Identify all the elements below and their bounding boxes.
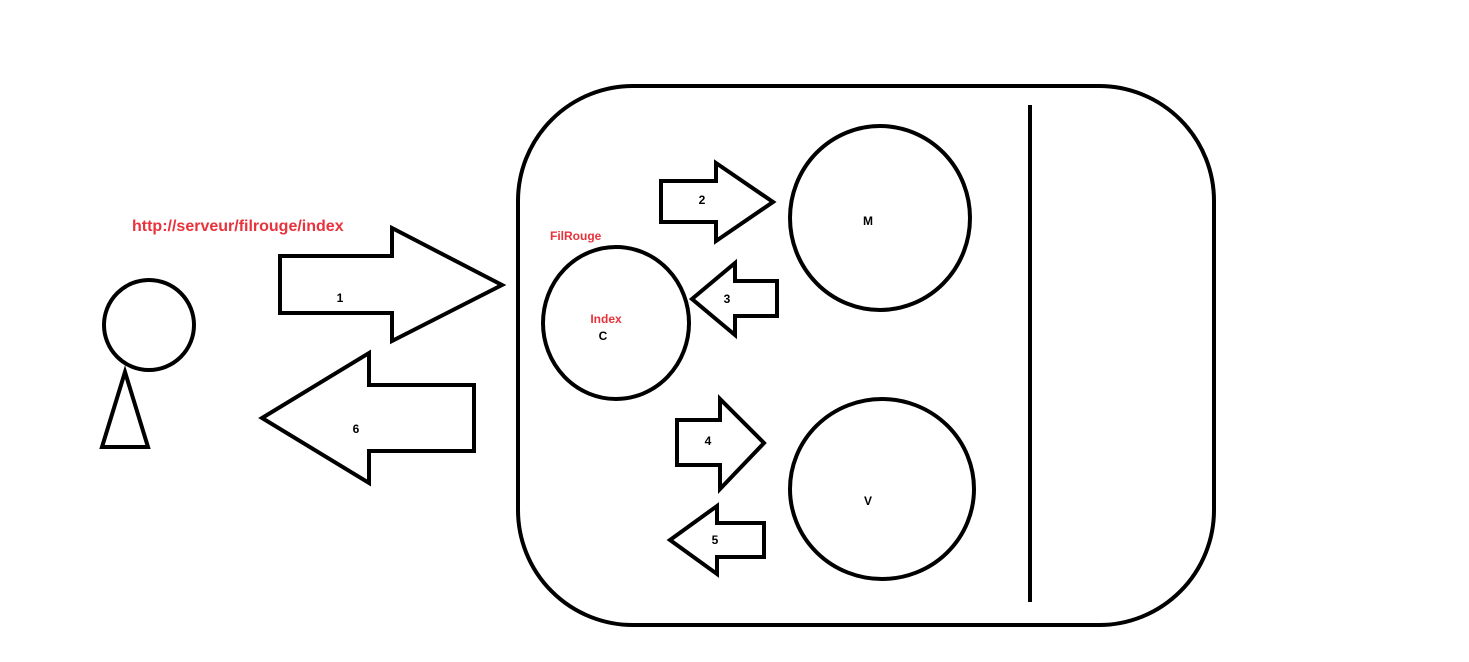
arrow-1-label: 1 <box>337 291 344 305</box>
request-url: http://serveur/filrouge/index <box>132 218 344 235</box>
controller-name: Index <box>590 312 622 326</box>
arrow-2-label: 2 <box>699 193 706 207</box>
view-node: V <box>788 397 976 581</box>
arrow-2: 2 <box>659 159 777 245</box>
model-letter: M <box>863 214 873 228</box>
user-figure <box>99 278 196 449</box>
controller-node: Index C <box>541 245 691 401</box>
arrow-5-label: 5 <box>712 533 719 547</box>
model-circle <box>788 124 972 312</box>
arrow-4-label: 4 <box>705 434 712 448</box>
arrow-6-response: 6 <box>258 349 476 487</box>
user-head <box>102 278 196 372</box>
model-node: M <box>788 124 972 312</box>
arrow-3-label: 3 <box>724 292 731 306</box>
arrow-6-label: 6 <box>353 422 360 436</box>
server-container <box>516 84 1216 627</box>
view-letter: V <box>864 494 872 508</box>
view-circle <box>788 397 976 581</box>
arrow-4: 4 <box>675 394 767 494</box>
controller-circle <box>541 245 691 401</box>
arrow-3: 3 <box>688 258 779 340</box>
arrow-1-request: 1 <box>278 224 507 345</box>
controller-letter: C <box>599 329 608 343</box>
arrow-5: 5 <box>666 502 766 578</box>
app-name-label: FilRouge <box>550 229 602 243</box>
user-body <box>99 365 151 449</box>
